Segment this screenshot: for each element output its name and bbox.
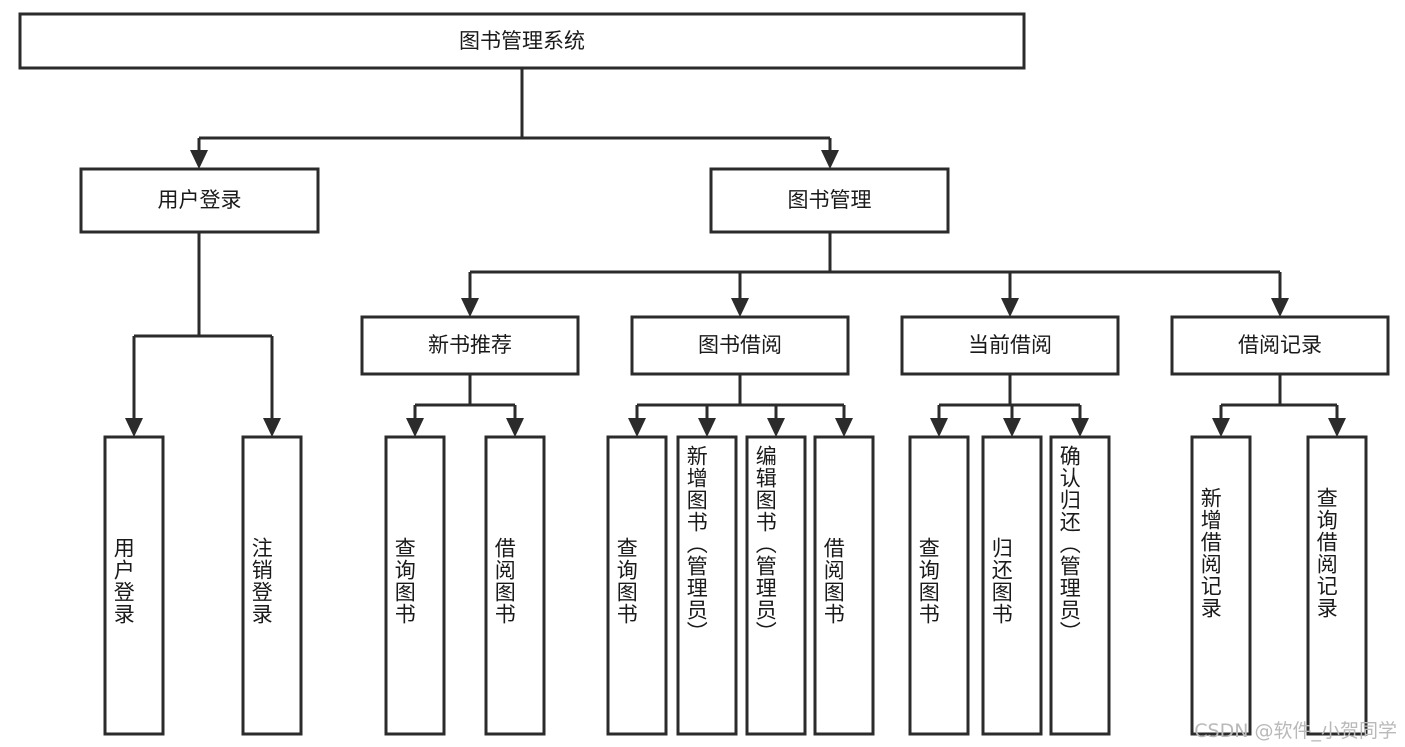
node-leaf-user-login-box[interactable]	[103, 435, 165, 736]
node-borrow-record-label: 借阅记录	[1238, 333, 1322, 357]
arrow-head-current-borrow	[1001, 298, 1019, 317]
node-leaf-query-book-2-box[interactable]	[606, 435, 668, 736]
node-book-borrow-box[interactable]	[630, 315, 850, 376]
node-leaf-borrow-book-2-box[interactable]	[813, 435, 875, 736]
node-book-manage-box[interactable]	[709, 167, 950, 234]
node-leaf-query-book-3-label: 查询图书	[916, 537, 941, 625]
connector-group	[125, 68, 1346, 437]
arrow-head-leaf-query-book-2	[628, 418, 646, 437]
node-leaf-edit-book-box[interactable]	[745, 435, 807, 736]
node-leaf-query-book-1-box[interactable]	[384, 435, 446, 736]
node-book-borrow-label: 图书借阅	[698, 333, 782, 357]
arrow-head-leaf-return-book	[1003, 418, 1021, 437]
node-leaf-query-book-1-label: 查询图书	[392, 537, 417, 625]
arrow-head-leaf-query-book-1	[406, 418, 424, 437]
node-leaf-edit-book-label: 编辑图书（管理员）	[753, 445, 778, 643]
arrow-head-leaf-edit-book	[767, 418, 785, 437]
node-leaf-user-login-label: 用户登录	[111, 537, 136, 625]
node-leaf-query-book-2-label: 查询图书	[614, 537, 639, 625]
arrow-head-book-manage	[821, 150, 839, 169]
arrow-head-leaf-borrow-book-1	[506, 418, 524, 437]
arrow-head-leaf-user-logout	[263, 418, 281, 437]
node-leaf-query-book-3-box[interactable]	[908, 435, 970, 736]
arrow-head-leaf-add-book	[698, 418, 716, 437]
node-new-book-rec-label: 新书推荐	[428, 333, 512, 357]
node-leaf-add-record-label: 新增借阅记录	[1198, 487, 1223, 619]
node-borrow-record-box[interactable]	[1170, 315, 1390, 376]
node-leaf-user-logout-box[interactable]	[241, 435, 303, 736]
node-leaf-return-book-label: 归还图书	[989, 537, 1014, 625]
node-leaf-borrow-book-1-box[interactable]	[484, 435, 546, 736]
node-leaf-confirm-return-label: 确认归还（管理员）	[1057, 445, 1082, 643]
node-leaf-add-record-box[interactable]	[1190, 435, 1252, 736]
node-leaf-borrow-book-1-label: 借阅图书	[492, 537, 517, 625]
node-user-login-label: 用户登录	[158, 188, 242, 212]
arrow-head-new-book-rec	[461, 298, 479, 317]
node-leaf-query-record-box[interactable]	[1306, 435, 1368, 736]
node-root-label: 图书管理系统	[459, 29, 585, 53]
node-leaf-return-book-box[interactable]	[981, 435, 1043, 736]
node-user-login-box[interactable]	[79, 167, 320, 234]
node-leaf-confirm-return-box[interactable]	[1049, 435, 1111, 736]
arrow-head-leaf-user-login	[125, 418, 143, 437]
node-leaf-add-book-box[interactable]	[676, 435, 738, 736]
node-book-manage-label: 图书管理	[788, 188, 872, 212]
node-new-book-rec-box[interactable]	[360, 315, 580, 376]
node-current-borrow-box[interactable]	[900, 315, 1120, 376]
arrow-head-leaf-borrow-book-2	[835, 418, 853, 437]
arrow-head-leaf-confirm-return	[1071, 418, 1089, 437]
arrow-head-user-login	[190, 150, 208, 169]
node-leaf-user-logout-label: 注销登录	[249, 537, 274, 625]
csdn-watermark: CSDN @软件_小贺同学	[1194, 720, 1397, 742]
node-box-group: 图书管理系统 用户登录 图书管理 新书推荐 图书借阅 当前借阅 借阅记录	[18, 12, 1390, 736]
node-current-borrow-label: 当前借阅	[968, 333, 1052, 357]
node-leaf-query-record-label: 查询借阅记录	[1314, 487, 1339, 619]
arrow-head-leaf-add-record	[1212, 418, 1230, 437]
arrow-head-leaf-query-record	[1328, 418, 1346, 437]
arrow-head-book-borrow	[731, 298, 749, 317]
node-leaf-borrow-book-2-label: 借阅图书	[821, 537, 846, 625]
arrow-head-borrow-record	[1271, 298, 1289, 317]
node-root-box[interactable]	[18, 12, 1026, 70]
arrow-head-leaf-query-book-3	[930, 418, 948, 437]
node-leaf-add-book-label: 新增图书（管理员）	[684, 445, 709, 643]
